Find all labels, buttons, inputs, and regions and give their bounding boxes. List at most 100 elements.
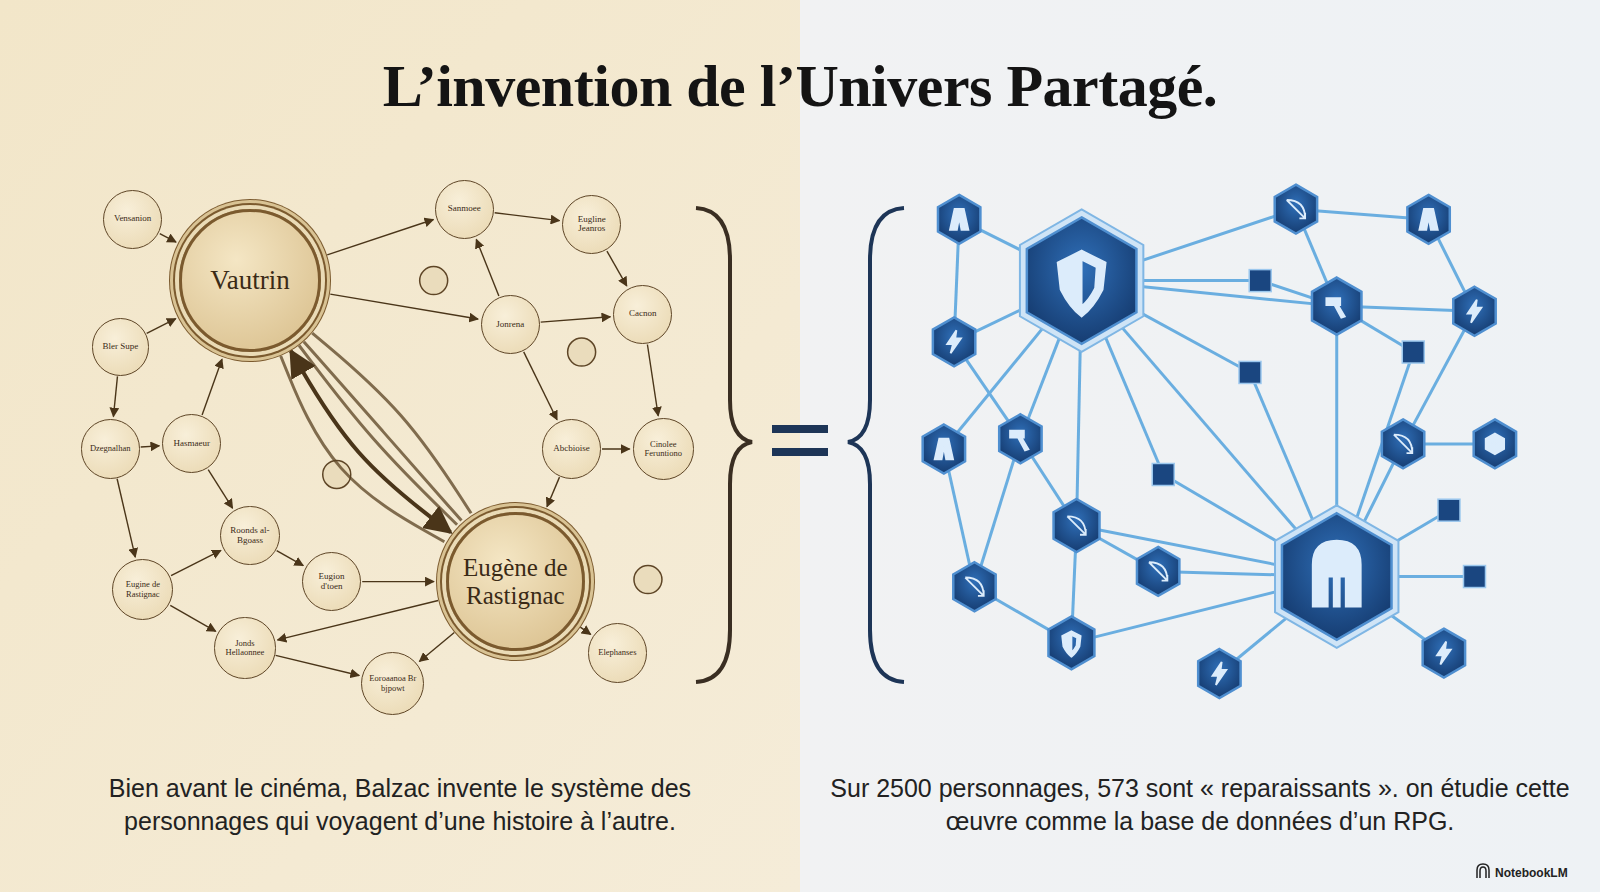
relation-arrow: [524, 352, 557, 420]
relation-arrow: [277, 551, 304, 566]
network-square: [1463, 566, 1485, 588]
hex-icon: [1312, 278, 1361, 335]
relation-arrow: [647, 345, 658, 416]
digital-ground: [800, 0, 1600, 892]
relation-arrow: [202, 359, 222, 415]
hex-shape: [1054, 499, 1100, 552]
hex-shape: [1027, 217, 1137, 344]
watermark: NotebookLM: [1495, 866, 1568, 880]
hex-icon: [1137, 547, 1179, 596]
hex-icon: [933, 317, 975, 366]
hex-symbol: [1437, 642, 1451, 665]
hex-shape: [999, 414, 1041, 463]
hex-shape: [923, 424, 965, 473]
equals-bar: [772, 448, 828, 456]
relation-arrow: [278, 601, 439, 640]
relation-arrow: [113, 376, 117, 416]
character-circle: Bler Supe: [92, 318, 149, 375]
hex-symbol: [1394, 435, 1412, 453]
hex-icon: [999, 414, 1041, 463]
caption-left: Bien avant le cinéma, Balzac invente le …: [40, 772, 760, 838]
relation-arrow: [602, 448, 630, 449]
hex-network: [923, 185, 1516, 698]
plain-dot: [420, 267, 448, 295]
relation-arrow: [607, 251, 627, 286]
hex-symbol: [947, 330, 961, 353]
character-circle: Eoroaanoa Br bjpowt: [361, 652, 424, 715]
network-link: [974, 439, 1020, 587]
title: L’invention de l’Univers Partagé.: [0, 52, 1600, 121]
character-circle: Sanmoee: [435, 180, 494, 239]
hex-shape: [938, 195, 980, 244]
hex-symbol: [965, 578, 983, 596]
main-character-circle: Eugène de Rastignac: [446, 512, 585, 651]
relation-arrow: [291, 351, 451, 532]
character-circle: Dzegnalhan: [81, 419, 140, 478]
relation-arrow: [476, 239, 499, 296]
hex-symbol: [1468, 300, 1482, 323]
network-square: [1249, 270, 1271, 292]
hex-icon: [923, 424, 965, 473]
relation-arrow: [495, 213, 560, 221]
character-circle: Roonds al-Bgoass: [220, 506, 279, 565]
hex-shape: [1453, 287, 1495, 336]
relation-arrow: [327, 219, 433, 254]
hex-symbol: [1419, 209, 1437, 230]
hex-shape: [1275, 185, 1317, 234]
relation-arrow: [362, 581, 434, 582]
hex-symbol: [1062, 631, 1080, 656]
character-name: Jonds Hellaonnee: [221, 639, 268, 658]
hex-icon: [1474, 419, 1516, 468]
character-circle: Vensanion: [103, 190, 162, 249]
character-circle: Hasmaeur: [162, 414, 221, 473]
hex-symbol: [1287, 200, 1305, 218]
network-square: [1438, 499, 1460, 521]
hex-symbol: [1212, 662, 1226, 685]
character-name: Jonrena: [496, 320, 524, 330]
character-name: Vensanion: [114, 214, 152, 224]
hex-shape: [1474, 419, 1516, 468]
hex-icon: [1407, 195, 1449, 244]
character-name: Cacnon: [629, 309, 657, 319]
relation-arrow: [547, 477, 559, 507]
hex-symbol: [1313, 541, 1361, 607]
character-circle: Elephanses: [588, 623, 647, 682]
hex-icon: [1275, 185, 1317, 234]
relation-arrow: [171, 550, 221, 575]
character-name: Elephanses: [598, 648, 636, 657]
opening-brace: [848, 208, 904, 682]
hex-symbol: [950, 209, 968, 230]
character-circle: Cacnon: [613, 285, 672, 344]
relation-arrow: [208, 470, 232, 508]
hex-glow: [1275, 505, 1398, 648]
hex-icon: [1423, 629, 1465, 678]
character-name: Eoroaanoa Br bjpowt: [368, 674, 417, 693]
network-link: [1403, 311, 1474, 444]
character-circle: Eugion d'toen: [302, 552, 361, 611]
character-name: Hasmaeur: [174, 439, 210, 449]
character-circle: Jonrena: [481, 295, 540, 354]
hex-symbol: [1067, 516, 1085, 534]
decorative-strand: [299, 346, 457, 525]
hex-symbol: [1486, 434, 1504, 455]
hex-icon: [1453, 287, 1495, 336]
watermark-logo: [1477, 864, 1489, 878]
caption-right: Sur 2500 personnages, 573 sont « reparai…: [810, 772, 1590, 838]
hex-shape: [1282, 513, 1392, 640]
character-name: Sanmoee: [448, 204, 481, 214]
hex-icon: [1048, 616, 1094, 669]
character-name: Abcbioise: [553, 444, 590, 454]
hex-icon: [1020, 209, 1143, 352]
plain-dot: [568, 338, 596, 366]
hex-shape: [1423, 629, 1465, 678]
hex-shape: [1198, 649, 1240, 698]
hex-icon: [1198, 649, 1240, 698]
relation-arrow: [147, 319, 176, 334]
hex-shape: [933, 317, 975, 366]
hex-icon: [938, 195, 980, 244]
network-square: [1239, 361, 1261, 383]
character-circle: Eugline Jeanros: [562, 195, 621, 254]
hex-glow: [1020, 209, 1143, 352]
